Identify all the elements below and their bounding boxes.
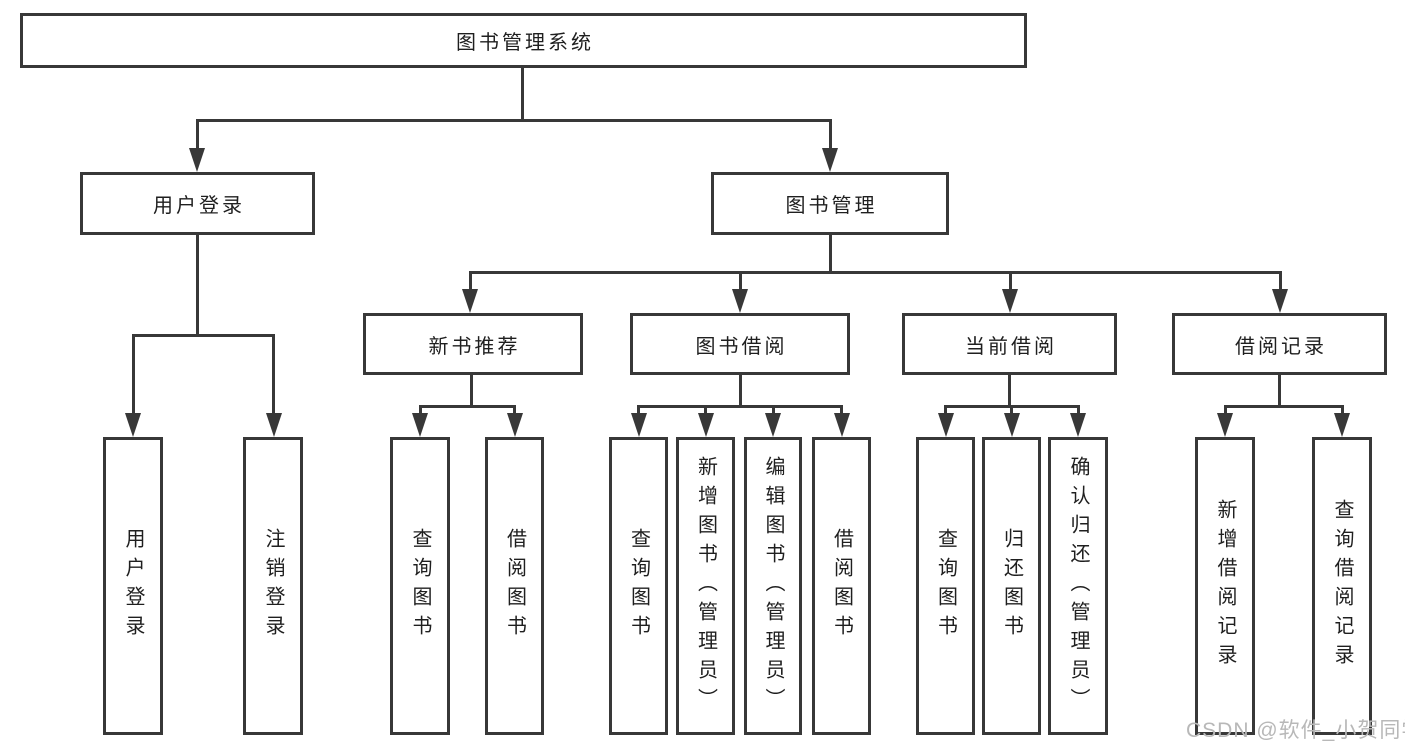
node-leaf-logout: 注销登录	[243, 437, 303, 735]
node-label: 借阅图书	[830, 528, 853, 644]
connector-line	[739, 373, 742, 407]
node-label: 查询图书	[627, 528, 650, 644]
connector-line	[739, 271, 742, 291]
node-leaf-bb-query-books: 查询图书	[609, 437, 668, 735]
connector-line	[196, 119, 199, 151]
node-book-borrowing: 图书借阅	[630, 313, 850, 375]
connector-line	[840, 405, 843, 415]
node-current-borrowing: 当前借阅	[902, 313, 1117, 375]
node-label: 图书管理	[785, 195, 878, 217]
node-leaf-cb-query-books: 查询图书	[916, 437, 975, 735]
connector-line	[272, 334, 275, 415]
node-label: 图书管理系统	[456, 32, 594, 54]
node-borrowing-records: 借阅记录	[1172, 313, 1387, 375]
node-label: 新增借阅记录	[1214, 499, 1236, 673]
connector-line	[637, 405, 640, 415]
connector-line	[469, 271, 472, 291]
arrow-down-icon	[765, 413, 781, 437]
arrow-down-icon	[189, 148, 205, 172]
arrow-down-icon	[834, 413, 850, 437]
node-label: 查询图书	[934, 528, 957, 644]
node-label: 注销登录	[262, 528, 284, 644]
arrow-down-icon	[507, 413, 523, 437]
node-leaf-bb-borrow-books: 借阅图书	[812, 437, 871, 735]
connector-line	[772, 405, 775, 415]
arrow-down-icon	[732, 289, 748, 313]
node-leaf-cb-confirm-return-admin: 确认归还（管理员）	[1048, 437, 1108, 735]
connector-line	[704, 405, 707, 415]
node-new-book-recommendation: 新书推荐	[363, 313, 583, 375]
node-leaf-br-add-record: 新增借阅记录	[1195, 437, 1255, 735]
connector-line	[132, 334, 135, 415]
arrow-down-icon	[698, 413, 714, 437]
node-label: 查询借阅记录	[1331, 499, 1353, 673]
node-label: 编辑图书（管理员）	[762, 455, 784, 717]
arrow-down-icon	[1334, 413, 1350, 437]
arrow-down-icon	[125, 413, 141, 437]
arrow-down-icon	[1070, 413, 1086, 437]
node-label: 确认归还（管理员）	[1067, 455, 1089, 717]
connector-line	[513, 405, 516, 415]
connector-line	[1008, 373, 1011, 407]
node-leaf-user-login: 用户登录	[103, 437, 163, 735]
node-leaf-nbr-query-books: 查询图书	[390, 437, 450, 735]
node-label: 借阅记录	[1235, 335, 1327, 358]
connector-line	[829, 119, 832, 151]
node-library-management-system: 图书管理系统	[20, 13, 1027, 68]
connector-line	[1010, 405, 1013, 415]
arrow-down-icon	[938, 413, 954, 437]
connector-line	[419, 405, 516, 408]
connector-line	[469, 271, 1282, 274]
arrow-down-icon	[822, 148, 838, 172]
node-label: 借阅图书	[503, 528, 526, 644]
connector-line	[1077, 405, 1080, 415]
connector-line	[1278, 373, 1281, 407]
connector-line	[944, 405, 947, 415]
node-user-login: 用户登录	[80, 172, 315, 235]
connector-line	[829, 233, 832, 273]
node-book-management: 图书管理	[711, 172, 949, 235]
csdn-watermark: CSDN @软件_小贺同学	[1186, 719, 1405, 742]
node-label: 查询图书	[409, 528, 431, 644]
connector-line	[1224, 405, 1344, 408]
connector-line	[132, 334, 275, 337]
connector-line	[196, 233, 199, 336]
node-leaf-cb-return-books: 归还图书	[982, 437, 1041, 735]
connector-line	[1341, 405, 1344, 415]
node-leaf-bb-add-books-admin: 新增图书（管理员）	[676, 437, 735, 735]
connector-line	[1009, 271, 1012, 291]
arrow-down-icon	[1272, 289, 1288, 313]
connector-line	[1224, 405, 1227, 415]
node-label: 图书借阅	[695, 335, 788, 358]
node-label: 用户登录	[153, 195, 245, 217]
node-label: 归还图书	[1000, 528, 1023, 644]
node-label: 新书推荐	[428, 335, 521, 358]
arrow-down-icon	[462, 289, 478, 313]
arrow-down-icon	[266, 413, 282, 437]
node-label: 用户登录	[122, 528, 144, 644]
connector-line	[196, 119, 832, 122]
node-leaf-br-query-record: 查询借阅记录	[1312, 437, 1372, 735]
node-leaf-bb-edit-books-admin: 编辑图书（管理员）	[744, 437, 802, 735]
connector-line	[521, 66, 524, 122]
node-label: 当前借阅	[965, 335, 1057, 358]
node-label: 新增图书（管理员）	[694, 455, 717, 717]
connector-line	[470, 373, 473, 407]
arrow-down-icon	[412, 413, 428, 437]
arrow-down-icon	[1002, 289, 1018, 313]
arrow-down-icon	[1004, 413, 1020, 437]
connector-line	[637, 405, 843, 408]
arrow-down-icon	[1217, 413, 1233, 437]
connector-line	[419, 405, 422, 415]
arrow-down-icon	[631, 413, 647, 437]
node-leaf-nbr-borrow-books: 借阅图书	[485, 437, 544, 735]
connector-line	[1279, 271, 1282, 291]
